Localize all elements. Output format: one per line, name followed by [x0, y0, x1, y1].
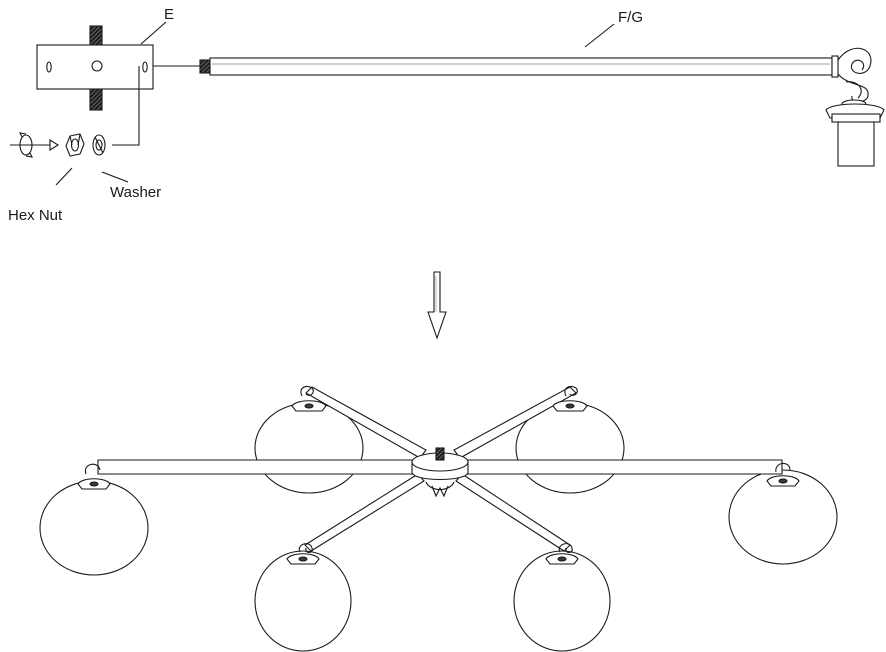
- arm-letter-label: F/G: [618, 9, 643, 26]
- hex-nut: [65, 133, 85, 157]
- arm-leader-line: [584, 23, 615, 48]
- hub-letter-label: E: [164, 6, 174, 23]
- exploded-detail: [10, 21, 885, 186]
- washer-leader-line: [101, 171, 129, 183]
- washer-label: Washer: [110, 184, 161, 201]
- washer: [92, 134, 106, 156]
- chandelier-arms: [97, 386, 783, 552]
- washer-wire: [112, 66, 140, 146]
- hub-block: [36, 25, 154, 111]
- globe-caps: [77, 385, 800, 565]
- globe-front-right: [513, 550, 611, 652]
- chandelier-hub: [411, 447, 469, 498]
- hex-nut-label: Hex Nut: [8, 207, 63, 224]
- globe-far-left: [39, 480, 149, 576]
- globe-front-left: [254, 550, 352, 652]
- hex-nut-leader-line: [55, 167, 73, 186]
- globe-far-right: [728, 469, 838, 565]
- hub-leader-line: [140, 21, 167, 45]
- rotate-arrow-icon: [10, 132, 60, 158]
- arm-rod: [199, 47, 885, 167]
- assembled-chandelier: [39, 385, 838, 652]
- down-arrow-icon: [427, 271, 447, 340]
